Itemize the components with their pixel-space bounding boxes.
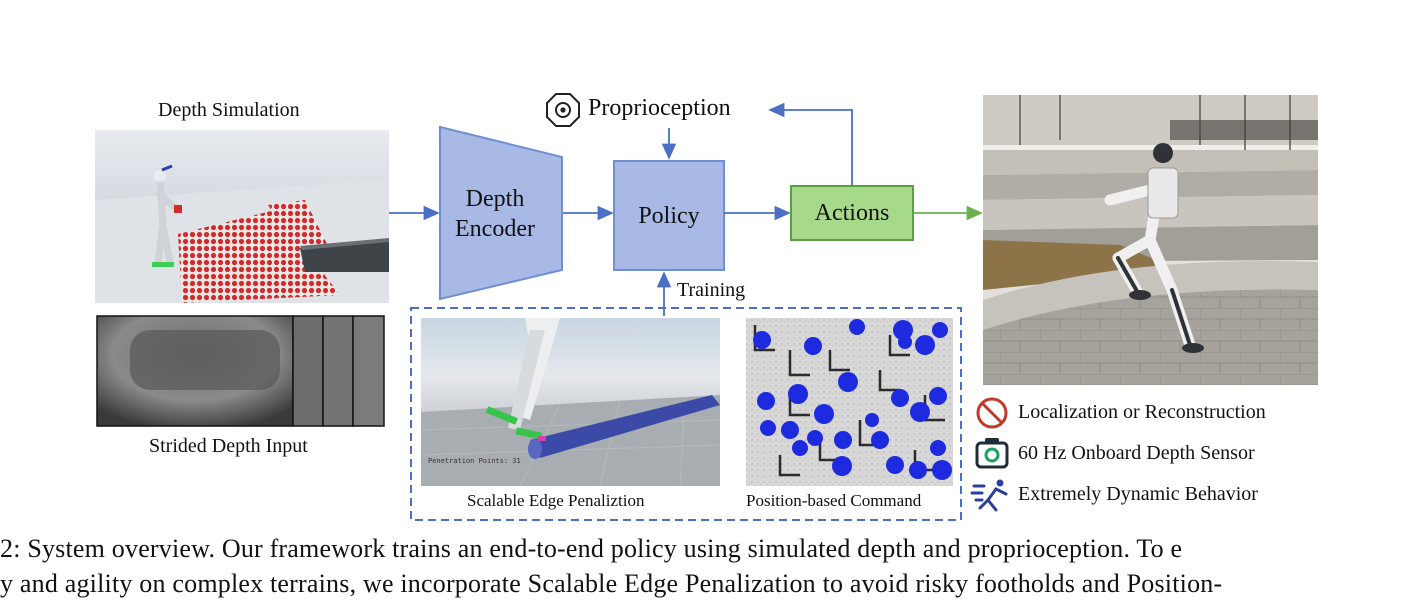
arrow-actions-to-proprioception — [768, 102, 853, 186]
camera-icon — [975, 438, 1009, 469]
training-label: Training — [677, 279, 746, 301]
edge-overlay-text: Penetration Points: 31 — [428, 457, 521, 465]
legend-item-localization: Localization or Reconstruction — [1018, 401, 1266, 423]
proprioception-icon — [546, 93, 580, 127]
actions-block — [790, 185, 914, 241]
policy-block — [613, 160, 725, 271]
legend-item-depth-sensor: 60 Hz Onboard Depth Sensor — [1018, 442, 1255, 464]
no-entry-icon — [976, 397, 1008, 429]
proprioception-label: Proprioception — [588, 95, 731, 121]
depth-encoder-label-line1: Depth — [465, 186, 525, 212]
position-command-caption: Position-based Command — [746, 491, 922, 510]
depth-encoder-block — [439, 125, 563, 301]
strided-depth-title: Strided Depth Input — [149, 435, 308, 457]
depth-simulation-title: Depth Simulation — [158, 99, 300, 121]
depth-simulation-image — [95, 130, 389, 303]
depth-encoder-label-line2: Encoder — [455, 216, 535, 242]
edge-penalization-image: Penetration Points: 31 — [420, 318, 721, 487]
figure-caption-line2: y and agility on complex terrains, we in… — [0, 569, 1223, 598]
position-command-image — [746, 318, 953, 486]
real-robot-photo — [983, 95, 1318, 385]
depth-encoder-label: Depth Encoder — [440, 183, 550, 245]
figure-caption-line1: 2: System overview. Our framework trains… — [0, 534, 1183, 563]
policy-label: Policy — [638, 202, 700, 229]
training-region — [410, 307, 962, 521]
edge-penalization-caption: Scalable Edge Penaliztion — [467, 491, 645, 510]
running-person-icon — [970, 479, 1008, 512]
actions-label: Actions — [814, 200, 890, 226]
legend-item-dynamic-behavior: Extremely Dynamic Behavior — [1018, 483, 1258, 505]
strided-depth-images — [96, 315, 385, 427]
